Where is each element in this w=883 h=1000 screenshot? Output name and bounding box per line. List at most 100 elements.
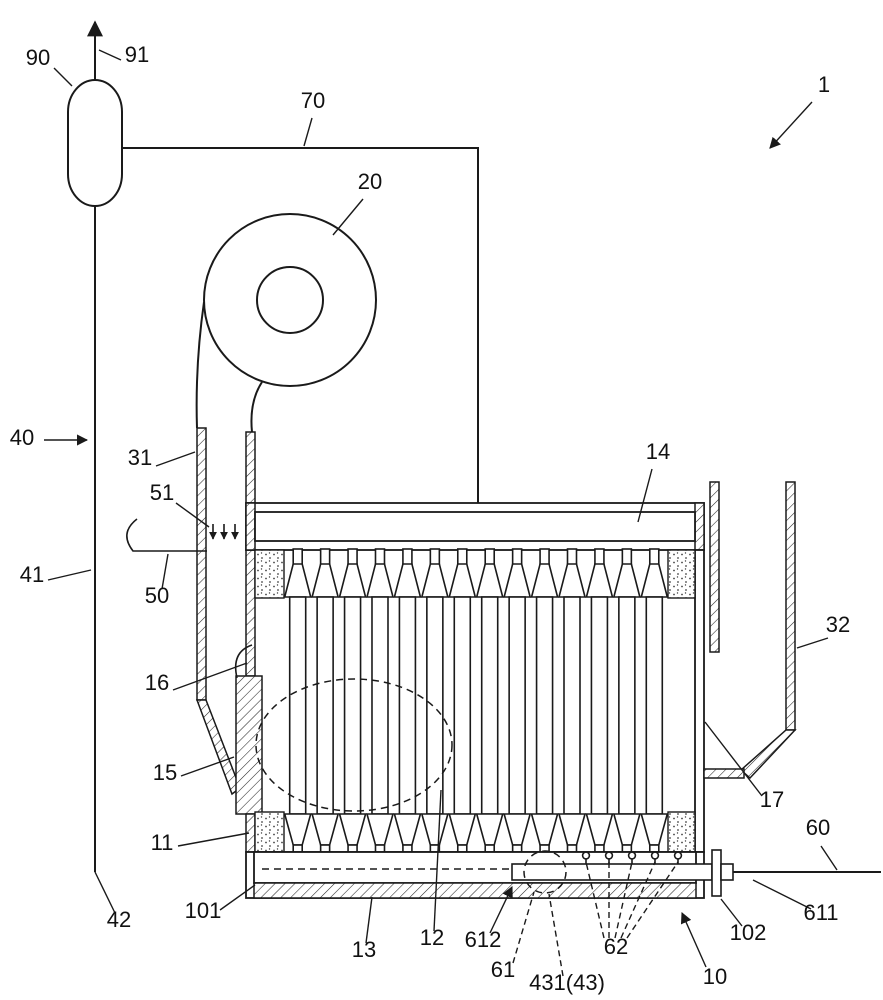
tube-top-flare [530, 563, 559, 598]
tube-top-flare [420, 563, 449, 598]
ref-label-13: 13 [352, 937, 376, 962]
ref-label-1: 1 [818, 72, 830, 97]
tube-body [398, 596, 417, 815]
tube-top-flare [585, 563, 614, 598]
exhaust-outer-wall [785, 481, 796, 731]
ref-label-42: 42 [107, 907, 131, 932]
tube-top-flare [365, 563, 395, 598]
ref-label-17: 17 [760, 787, 784, 812]
distributor-nozzles [581, 851, 683, 864]
tube-top-flare [557, 563, 587, 598]
fuel-pipe-50 [126, 518, 207, 552]
tube-body [645, 596, 664, 815]
tube-body [371, 596, 389, 815]
leader-line-102 [720, 898, 743, 927]
upper-sheet-left-block [254, 549, 285, 599]
tube-top-flare [393, 563, 422, 598]
fan-outlet-curve-left [195, 301, 205, 429]
tube-top-neck [347, 548, 358, 566]
tube-top-neck [539, 548, 550, 566]
detail-circle-431 [523, 850, 567, 894]
tube-top-neck [319, 548, 331, 566]
leader-line-20 [332, 198, 364, 236]
tube-top-neck [429, 548, 441, 566]
steam-separator-vessel [67, 79, 123, 207]
ref-label-14: 14 [646, 439, 670, 464]
leader-line-91 [98, 49, 122, 61]
tube-top-neck [484, 548, 496, 566]
tube-body [316, 596, 334, 815]
tube-body [343, 596, 362, 815]
ref-label-102: 102 [730, 920, 767, 945]
leader-line-51 [175, 502, 210, 528]
leader-line-431 [548, 893, 564, 977]
tube-body [590, 596, 609, 815]
leader-line-13 [365, 896, 373, 944]
tube-top-flare [311, 563, 340, 598]
ref-label-62: 62 [604, 934, 628, 959]
tube-body [618, 596, 636, 815]
ref-label-50: 50 [145, 583, 169, 608]
nozzle-port [673, 851, 683, 860]
fan-outlet-curve-right [250, 381, 263, 433]
burner-block-15 [235, 675, 263, 815]
leader-line-70 [303, 117, 313, 147]
ref-label-90: 90 [26, 45, 50, 70]
leader-line-32 [796, 637, 829, 649]
ref-label-91: 91 [125, 42, 149, 67]
nozzle-port [627, 851, 637, 860]
top-header-end-left [245, 502, 256, 551]
ref-label-70: 70 [301, 88, 325, 113]
ref-label-32: 32 [826, 612, 850, 637]
tube-top-flare [448, 563, 477, 598]
ref-label-15: 15 [153, 760, 177, 785]
fan-inlet [256, 266, 324, 334]
tube-top-neck [594, 548, 605, 566]
top-header-group [245, 502, 705, 551]
leader-line-17 [704, 721, 763, 797]
ref-label-40: 40 [10, 425, 34, 450]
left-wall-upper [245, 549, 256, 677]
nozzle-port [581, 851, 591, 860]
leader-line-62 [614, 861, 633, 939]
nozzle-port [650, 851, 660, 860]
tube-top-flare [640, 563, 669, 598]
upper-sheet-right-block [667, 549, 696, 599]
ref-label-20: 20 [358, 169, 382, 194]
leader-line-62 [585, 861, 605, 939]
flame-zone-outline [255, 678, 453, 812]
duct-left-wall [196, 427, 207, 701]
leader-line-50 [161, 553, 169, 590]
nozzle-port [604, 851, 614, 860]
top-header-end-right [694, 502, 705, 551]
tube-top-flare [338, 563, 367, 598]
lower-sheet-left-block [254, 811, 285, 853]
bottom-refractory-101 [253, 882, 697, 899]
leader-line-41 [47, 569, 92, 581]
tube-body [563, 596, 581, 815]
fuel-system-group [126, 518, 253, 679]
ref-label-16: 16 [145, 670, 169, 695]
ref-label-51: 51 [150, 480, 174, 505]
tube-top-neck [402, 548, 413, 566]
ref-label-612: 612 [465, 927, 502, 952]
boiler-left-wall-group [235, 549, 263, 853]
leader-line-90 [53, 67, 73, 87]
right-wall-17 [694, 549, 705, 853]
leader-line-16 [172, 662, 248, 691]
leader-line-1 [769, 101, 813, 149]
ref-label-41: 41 [20, 562, 44, 587]
tube-body [535, 596, 554, 815]
tube-top-flare [475, 563, 504, 598]
leader-line-14 [637, 468, 653, 523]
tube-top-neck [621, 548, 633, 566]
tube-top-neck [456, 548, 468, 566]
leader-line-12 [433, 789, 442, 932]
ref-label-101: 101 [185, 898, 222, 923]
flange-102 [711, 849, 722, 897]
distributor-pipe-61 [511, 863, 713, 881]
